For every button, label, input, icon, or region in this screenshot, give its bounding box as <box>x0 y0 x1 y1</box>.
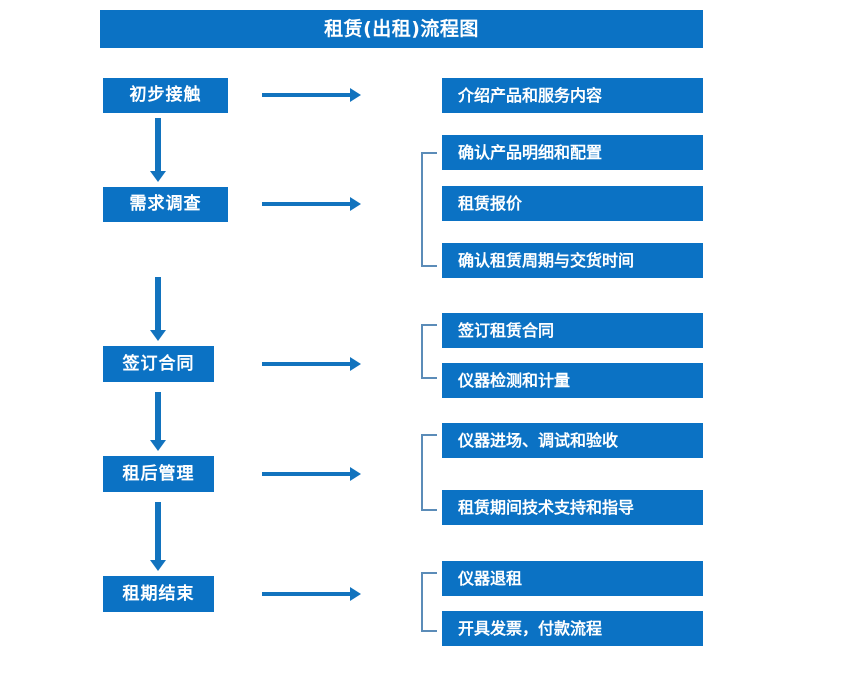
flow-arrow-right-icon <box>262 587 361 601</box>
detail-box-technical-support[interactable]: 租赁期间技术支持和指导 <box>442 490 703 525</box>
detail-box-introduce-products[interactable]: 介绍产品和服务内容 <box>442 78 703 113</box>
stage-label: 签订合同 <box>122 353 195 374</box>
group-bracket-sign-contract <box>421 324 437 379</box>
detail-label: 确认产品明细和配置 <box>458 142 603 162</box>
group-bracket-demand-survey <box>421 152 437 267</box>
flow-arrow-down-icon <box>150 392 166 451</box>
stage-label: 租期结束 <box>122 583 195 604</box>
group-bracket-post-rental <box>421 434 437 511</box>
flow-arrow-right-icon <box>262 357 361 371</box>
flow-arrow-right-icon <box>262 88 361 102</box>
flow-arrow-right-icon <box>262 467 361 481</box>
flow-arrow-down-icon <box>150 277 166 341</box>
detail-label: 仪器检测和计量 <box>458 370 571 390</box>
flow-arrow-down-icon <box>150 502 166 571</box>
stage-box-preliminary-contact[interactable]: 初步接触 <box>103 78 228 113</box>
detail-label: 租赁期间技术支持和指导 <box>458 497 635 517</box>
detail-box-rental-quotation[interactable]: 租赁报价 <box>442 186 703 221</box>
stage-box-post-rental-management[interactable]: 租后管理 <box>103 456 214 492</box>
detail-box-instrument-return[interactable]: 仪器退租 <box>442 561 703 596</box>
flow-arrow-down-icon <box>150 118 166 182</box>
detail-label: 签订租赁合同 <box>458 320 555 340</box>
detail-label: 仪器进场、调试和验收 <box>458 430 619 450</box>
detail-box-instrument-inspection[interactable]: 仪器检测和计量 <box>442 363 703 398</box>
stage-box-sign-contract[interactable]: 签订合同 <box>103 346 214 382</box>
stage-box-lease-end[interactable]: 租期结束 <box>103 576 214 612</box>
flow-arrow-right-icon <box>262 197 361 211</box>
stage-box-demand-survey[interactable]: 需求调查 <box>103 187 228 222</box>
stage-label: 初步接触 <box>129 85 202 105</box>
detail-box-confirm-period-delivery[interactable]: 确认租赁周期与交货时间 <box>442 243 703 278</box>
group-bracket-lease-end <box>421 572 437 632</box>
detail-label: 仪器退租 <box>458 568 523 588</box>
detail-box-confirm-product-spec[interactable]: 确认产品明细和配置 <box>442 135 703 170</box>
diagram-title-banner: 租赁(出租)流程图 <box>100 10 703 48</box>
detail-box-sign-rental-contract[interactable]: 签订租赁合同 <box>442 313 703 348</box>
stage-label: 租后管理 <box>122 463 195 484</box>
detail-label: 开具发票，付款流程 <box>458 618 603 638</box>
detail-box-invoice-payment[interactable]: 开具发票，付款流程 <box>442 611 703 646</box>
detail-label: 确认租赁周期与交货时间 <box>458 250 635 270</box>
detail-label: 介绍产品和服务内容 <box>458 85 603 105</box>
detail-box-instrument-onsite-commissioning[interactable]: 仪器进场、调试和验收 <box>442 423 703 458</box>
page-title: 租赁(出租)流程图 <box>324 17 479 40</box>
stage-label: 需求调查 <box>129 194 202 214</box>
detail-label: 租赁报价 <box>458 193 523 213</box>
